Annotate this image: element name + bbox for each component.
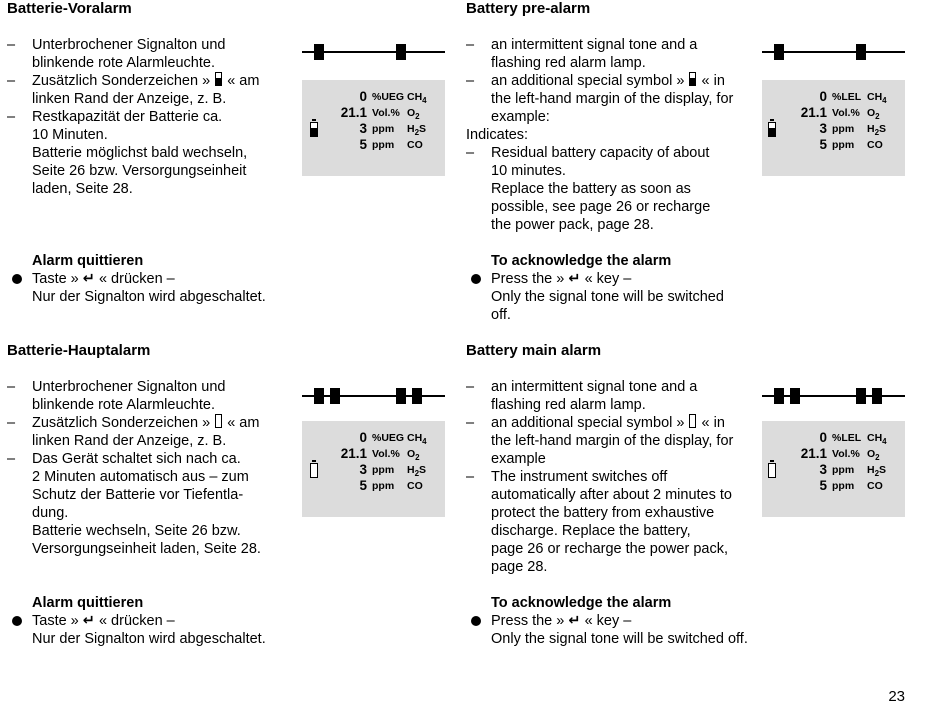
- battery-low-icon: [689, 72, 697, 86]
- enter-key-icon: ↵: [568, 613, 581, 629]
- battery-empty-icon: [310, 460, 318, 478]
- enter-key-icon: ↵: [568, 271, 581, 287]
- battery-empty-icon: [689, 414, 697, 428]
- bullet-dot: [12, 616, 22, 626]
- signal-tone-diagram: [302, 44, 445, 60]
- ack-title-en: To acknowledge the alarm: [491, 595, 672, 611]
- battery-low-icon: [215, 72, 223, 86]
- page-number: 23: [888, 688, 905, 705]
- battery-empty-icon: [215, 414, 223, 428]
- heading-battery-mainalarm-de: Batterie-Hauptalarm: [7, 342, 151, 359]
- signal-tone-diagram: [302, 388, 445, 404]
- battery-empty-icon: [768, 460, 776, 478]
- signal-tone-diagram: [762, 44, 905, 60]
- ack-title-de: Alarm quittieren: [32, 253, 144, 269]
- enter-key-icon: ↵: [82, 271, 95, 287]
- enter-key-icon: ↵: [82, 613, 95, 629]
- bullet-dot: [471, 616, 481, 626]
- heading-battery-mainalarm-en: Battery main alarm: [466, 342, 602, 359]
- heading-battery-prealarm-en: Battery pre-alarm: [466, 0, 591, 17]
- battery-low-icon: [768, 119, 776, 137]
- ack-title-en: To acknowledge the alarm: [491, 253, 672, 269]
- battery-low-icon: [310, 119, 318, 137]
- ack-title-de: Alarm quittieren: [32, 595, 144, 611]
- bullet-dot: [12, 274, 22, 284]
- heading-battery-prealarm-de: Batterie-Voralarm: [7, 0, 132, 17]
- signal-tone-diagram: [762, 388, 905, 404]
- bullet-dot: [471, 274, 481, 284]
